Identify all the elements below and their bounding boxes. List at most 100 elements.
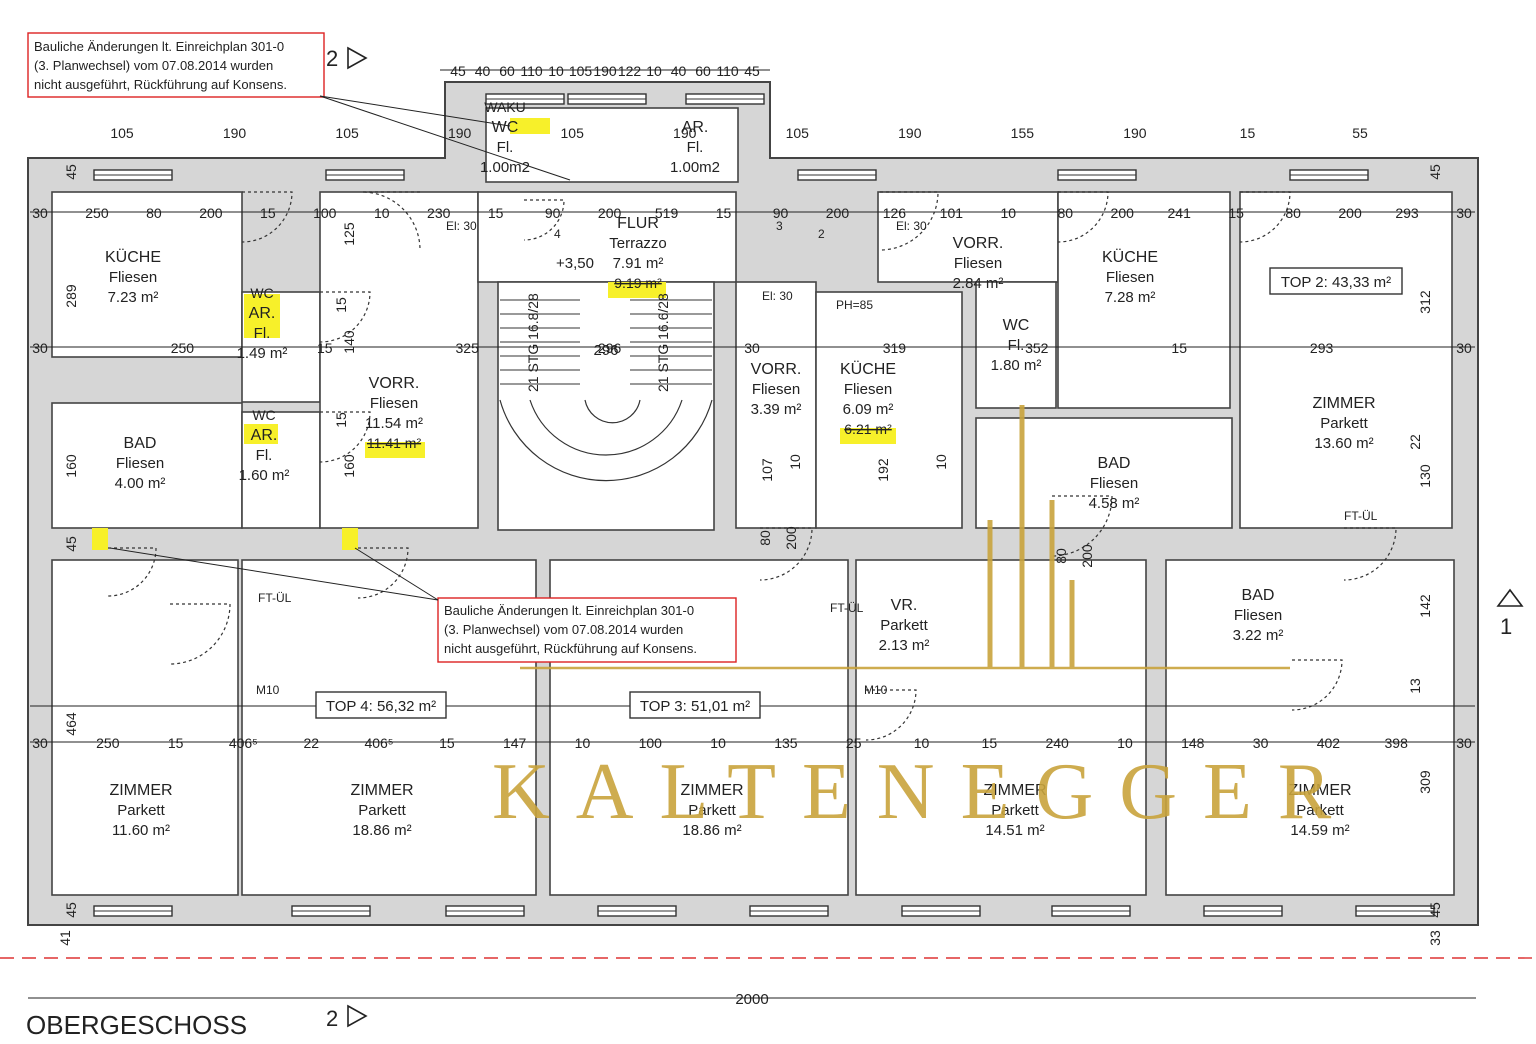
room-name: ZIMMER <box>1288 782 1351 799</box>
dim-row1: 10 <box>374 205 390 221</box>
dim-row1: 200 <box>1111 205 1135 221</box>
dim-side: 33 <box>1427 930 1443 946</box>
dim-window: 190 <box>223 125 247 141</box>
room-name: FLUR <box>617 215 659 232</box>
door-swing <box>1291 659 1343 711</box>
dim-row3: 15 <box>168 735 184 751</box>
dim-top: 122 <box>618 63 642 79</box>
room-tag: WC <box>252 407 275 423</box>
door-swing <box>1057 191 1109 243</box>
note-bottom-line-2: (3. Planwechsel) vom 07.08.2014 wurden <box>444 622 683 637</box>
dim-side: 200 <box>783 526 799 550</box>
room-label: AR.Fl.1.00m2 <box>670 119 720 176</box>
dim-window: 15 <box>1240 125 1256 141</box>
dim-top: 105 <box>569 63 593 79</box>
room-name: VORR. <box>369 375 420 392</box>
misc-label: 4 <box>554 227 561 241</box>
room-floor: Terrazzo <box>609 235 667 252</box>
stair-label-right: 21 STG 16.6/28 <box>655 293 671 392</box>
door-swing <box>1051 495 1113 557</box>
dim-side: 80 <box>757 530 773 546</box>
dim-row2: 30 <box>744 340 760 356</box>
misc-label: 2 <box>818 227 825 241</box>
dim-row3: 135 <box>774 735 798 751</box>
room-floor: Fliesen <box>1090 475 1138 492</box>
dim-row1: 15 <box>260 205 276 221</box>
dim-side: 41 <box>57 930 73 946</box>
dim-side: 45 <box>1427 902 1443 918</box>
section-arrow-bottom <box>347 1004 368 1028</box>
dim-window: 105 <box>786 125 810 141</box>
room-floor: Fliesen <box>1234 607 1282 624</box>
dim-row3: 30 <box>32 735 48 751</box>
dim-row1: 80 <box>1057 205 1073 221</box>
door-swing <box>1343 527 1397 581</box>
dim-window: 190 <box>898 125 922 141</box>
dim-top: 60 <box>695 63 711 79</box>
dim-row1: 80 <box>1285 205 1301 221</box>
dim-row1: 200 <box>826 205 850 221</box>
dimension-lines <box>0 69 1536 999</box>
room-area: 13.60 m² <box>1314 435 1373 452</box>
room-floor: Fl. <box>1008 337 1025 354</box>
dim-row1: 80 <box>146 205 162 221</box>
room-name: BAD <box>124 435 157 452</box>
dim-side: 130 <box>1417 464 1433 488</box>
dim-row1: 250 <box>85 205 109 221</box>
misc-label: 3 <box>776 219 783 233</box>
dim-row3: 10 <box>710 735 726 751</box>
dim-row3: 402 <box>1317 735 1341 751</box>
dim-row2: 15 <box>317 340 333 356</box>
room-name: ZIMMER <box>680 782 743 799</box>
dim-side: 160 <box>341 454 357 478</box>
dim-row1: 10 <box>1001 205 1017 221</box>
room-area: 14.59 m² <box>1290 822 1349 839</box>
highlights <box>92 118 896 550</box>
doors <box>107 191 1397 741</box>
dim-row3: 147 <box>503 735 527 751</box>
room-name: ZIMMER <box>109 782 172 799</box>
dim-top: 190 <box>593 63 617 79</box>
room-floor: Fliesen <box>370 395 418 412</box>
dim-side: 45 <box>63 902 79 918</box>
room-area: 7.28 m² <box>1105 289 1156 306</box>
dim-side: 13 <box>1407 678 1423 694</box>
room-tag: WC <box>250 285 273 301</box>
dim-side: 45 <box>63 164 79 180</box>
floor-label: OBERGESCHOSS <box>26 1010 247 1040</box>
dim-side: 45 <box>1427 164 1443 180</box>
section-arrow-right <box>1496 588 1524 607</box>
door-swing <box>1239 191 1291 243</box>
room-area: 18.86 m² <box>682 822 741 839</box>
note-bottom-line-1: Bauliche Änderungen lt. Einreichplan 301… <box>444 603 694 618</box>
top-3-label: TOP 3: 51,01 m² <box>640 698 750 715</box>
room-name: KÜCHE <box>1102 248 1158 266</box>
room-name: WC <box>492 119 519 136</box>
misc-label: M10 <box>864 683 888 697</box>
room-area: 1.00m2 <box>670 159 720 176</box>
room-area: 18.86 m² <box>352 822 411 839</box>
dim-top: 10 <box>646 63 662 79</box>
dim-side: 200 <box>1079 544 1095 568</box>
room-name: AR. <box>249 305 276 322</box>
dim-row3: 406⁵ <box>364 735 393 751</box>
dim-row1: 100 <box>313 205 337 221</box>
note-bottom-line-3: nicht ausgeführt, Rückführung auf Konsen… <box>444 641 697 656</box>
dim-row1: 126 <box>883 205 907 221</box>
dim-side: 80 <box>1053 548 1069 564</box>
dim-row3: 25 <box>846 735 862 751</box>
room-area: 1.00m2 <box>480 159 530 176</box>
staircase <box>499 299 713 482</box>
dim-row3: 240 <box>1045 735 1069 751</box>
door-swing <box>169 603 231 665</box>
